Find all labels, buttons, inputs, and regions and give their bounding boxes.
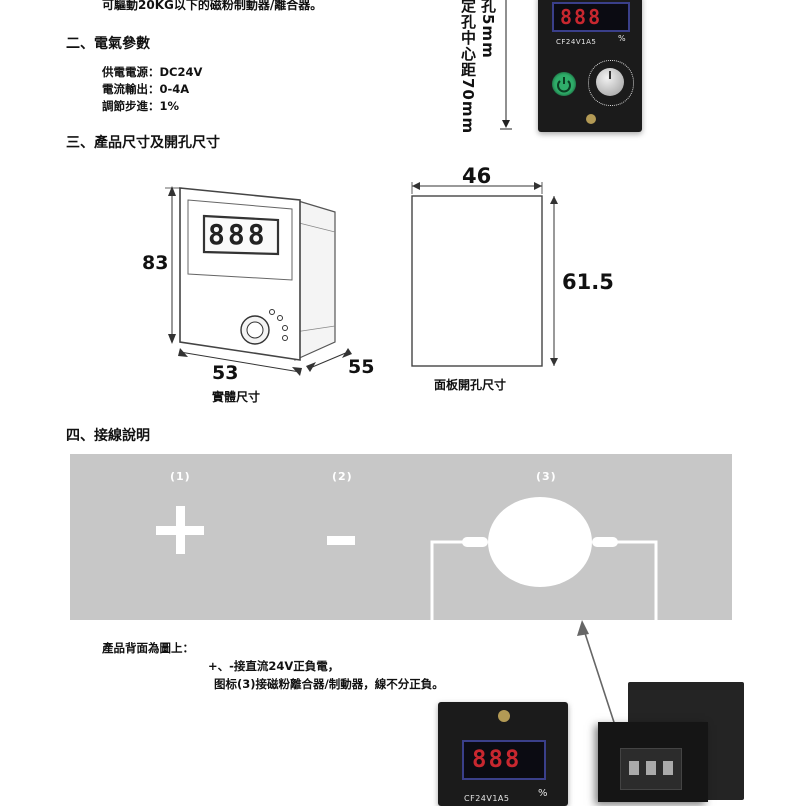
body-height-label: 83 [142, 252, 169, 274]
terminal-2-number: (2) [332, 470, 353, 483]
top-device-led-digits: 888 [560, 5, 603, 29]
power-button[interactable] [552, 72, 576, 96]
bottom-device-led-digits: 888 [472, 745, 522, 773]
notes-title: 產品背面為圖上： [102, 641, 194, 655]
device-back-photo [598, 682, 758, 802]
intro-text: 可驅動20KG以下的磁粉制動器/離合器。 [102, 0, 323, 12]
spec-step: 調節步進：1% [102, 99, 180, 113]
spec-power: 供電電源：DC24V [102, 65, 203, 79]
body-led-digits: 888 [208, 218, 268, 251]
terminal-negative [327, 536, 355, 545]
note-line-2: 图标(3)接磁粉離合器/制動器，線不分正負。 [214, 677, 444, 691]
bottom-device-screw [498, 710, 510, 722]
coil-load-icon [430, 497, 658, 620]
top-device-photo: 888 CF24V1A5 % [538, 0, 642, 132]
hole-size-label: 孔5mm [479, 0, 497, 59]
bottom-device-photo: 888 CF24V1A5 % [438, 702, 568, 806]
back-housing [598, 722, 708, 802]
knob-scale [588, 60, 634, 106]
knob-pointer [609, 71, 611, 79]
section-4-title: 四、接線說明 [66, 428, 150, 444]
bottom-device-led-window: 888 [462, 740, 546, 780]
top-device-unit: % [618, 34, 627, 43]
body-width-label: 53 [212, 362, 239, 384]
terminal-3-number: (3) [536, 470, 557, 483]
top-device-model: CF24V1A5 [556, 38, 597, 46]
cutout-height-label: 61.5 [562, 270, 614, 294]
top-device-screw [586, 114, 596, 124]
body-depth-label: 55 [348, 356, 375, 378]
note-line-1: +、-接直流24V正負電， [208, 659, 340, 673]
terminal-positive [156, 506, 204, 554]
bottom-device-model: CF24V1A5 [464, 794, 510, 803]
section-2-title: 二、電氣參數 [66, 36, 150, 52]
cutout-width-label: 46 [462, 164, 492, 188]
spec-list: 供電電源：DC24V 電流輸出：0-4A 調節步進：1% [102, 64, 202, 115]
bottom-device-unit: % [538, 788, 549, 799]
body-caption: 實體尺寸 [212, 390, 261, 404]
section-3-title: 三、產品尺寸及開孔尺寸 [66, 135, 220, 151]
spec-current: 電流輸出：0-4A [102, 82, 190, 96]
top-device-led-window: 888 [552, 2, 630, 32]
cutout-dimension-drawing [411, 182, 558, 367]
terminal-1-number: (1) [170, 470, 191, 483]
top-device-knob[interactable] [596, 68, 624, 96]
terminal-screw-1 [629, 761, 639, 775]
terminal-block [620, 748, 682, 790]
mounting-dimension-arrow [500, 0, 512, 130]
power-icon [557, 77, 571, 93]
terminal-screw-3 [663, 761, 673, 775]
body-dimension-drawing [165, 186, 352, 376]
wiring-panel: (1) (2) (3) [70, 454, 732, 620]
cutout-caption: 面板開孔尺寸 [434, 378, 507, 392]
hole-distance-label: 定孔中心距70mm [459, 0, 477, 135]
terminal-screw-2 [646, 761, 656, 775]
